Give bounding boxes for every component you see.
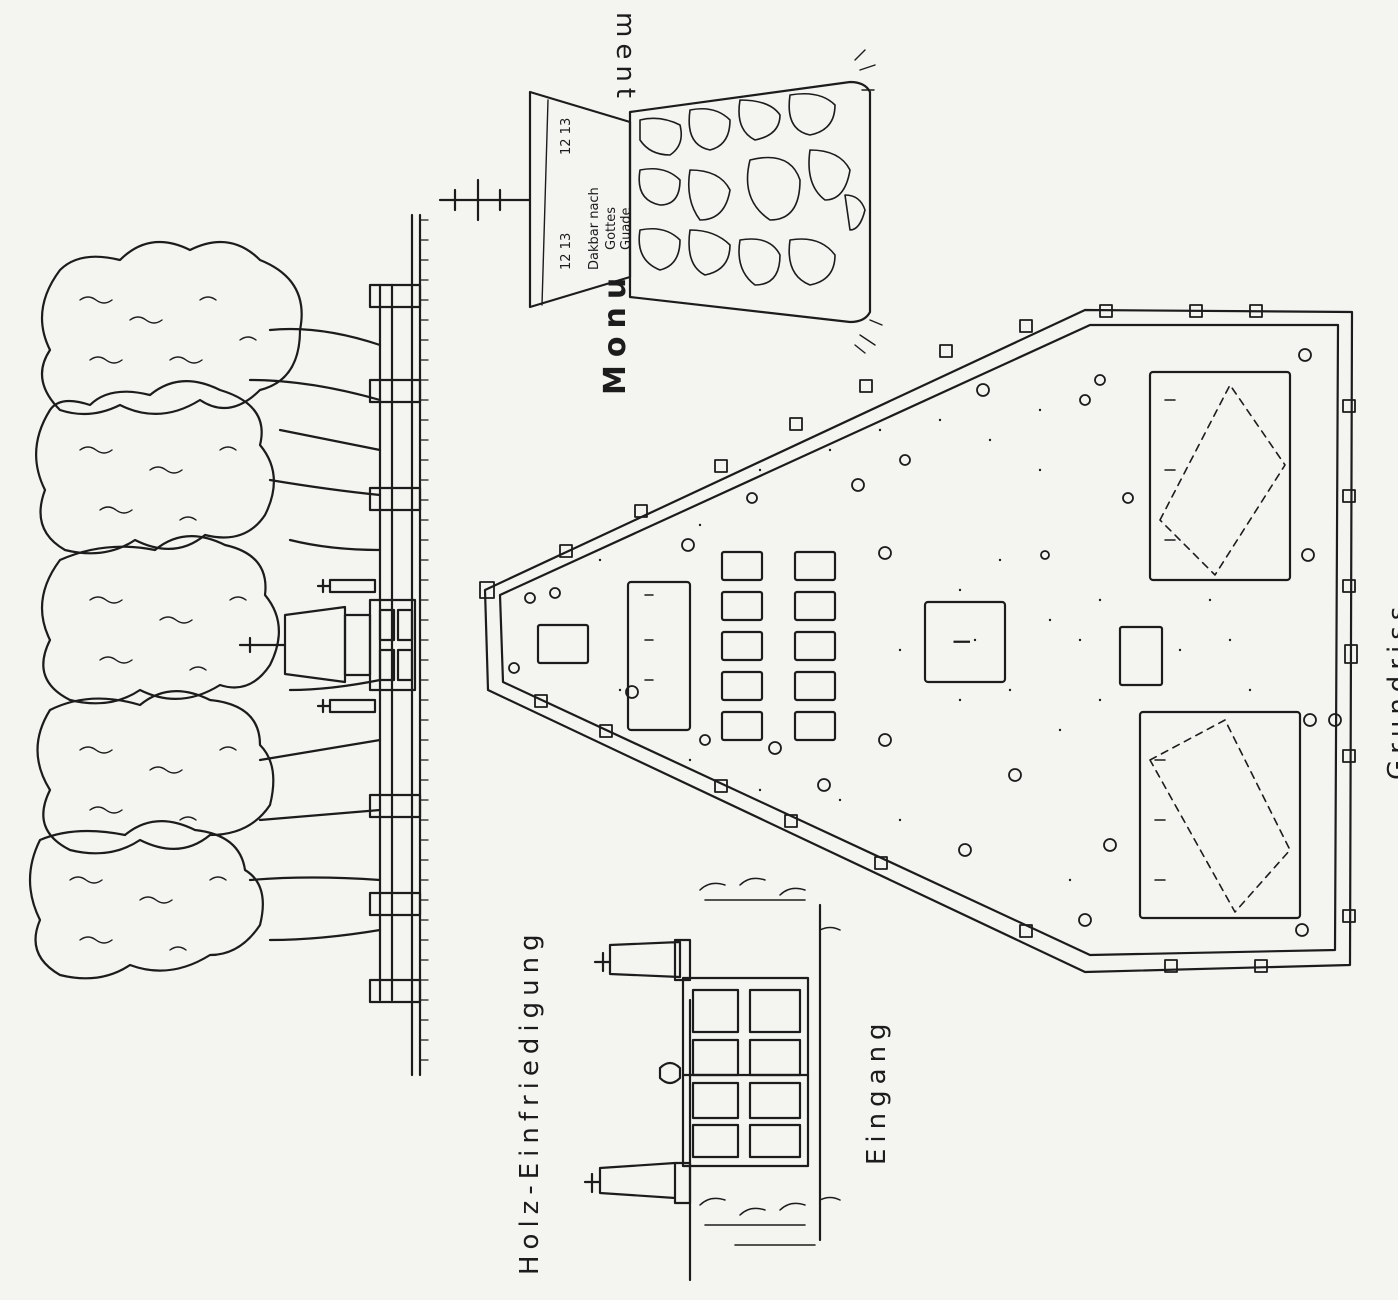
monument-drawing [438, 49, 883, 354]
entrance-label: Eingang [862, 1017, 892, 1165]
inscription-line1: 12 13 [559, 233, 574, 270]
tree-canopy-4 [36, 690, 275, 855]
monument-label-part1: Monu [598, 269, 633, 395]
plot-marker: I [951, 639, 976, 646]
inscription-line2: Dakbar nach [587, 187, 602, 270]
grave-apex [536, 623, 590, 665]
tree-row [28, 240, 382, 980]
enclosure-label: Holz-Einfriedigung [515, 928, 545, 1275]
entrance-gate [583, 877, 841, 1282]
family-plot-top [1148, 370, 1292, 582]
grave-long [626, 580, 692, 732]
tree-canopy-5 [28, 820, 264, 980]
fence-elevation [238, 213, 429, 1077]
family-plot-bottom [1138, 710, 1302, 920]
tree-canopy-3 [40, 535, 280, 705]
ground-plan-label: Grundriss [1383, 600, 1398, 780]
monument-label-part2: ment [610, 12, 640, 104]
tree-canopy-2 [35, 380, 275, 555]
inscription-line3: Gottes [604, 207, 619, 250]
ground-plan [479, 304, 1358, 974]
inscription-line4: Guade [619, 207, 634, 250]
tree-canopy-1 [40, 240, 303, 416]
central-plot [923, 600, 1007, 684]
inscription-line5: 12 13 [559, 118, 574, 155]
grave-grid [720, 550, 837, 742]
